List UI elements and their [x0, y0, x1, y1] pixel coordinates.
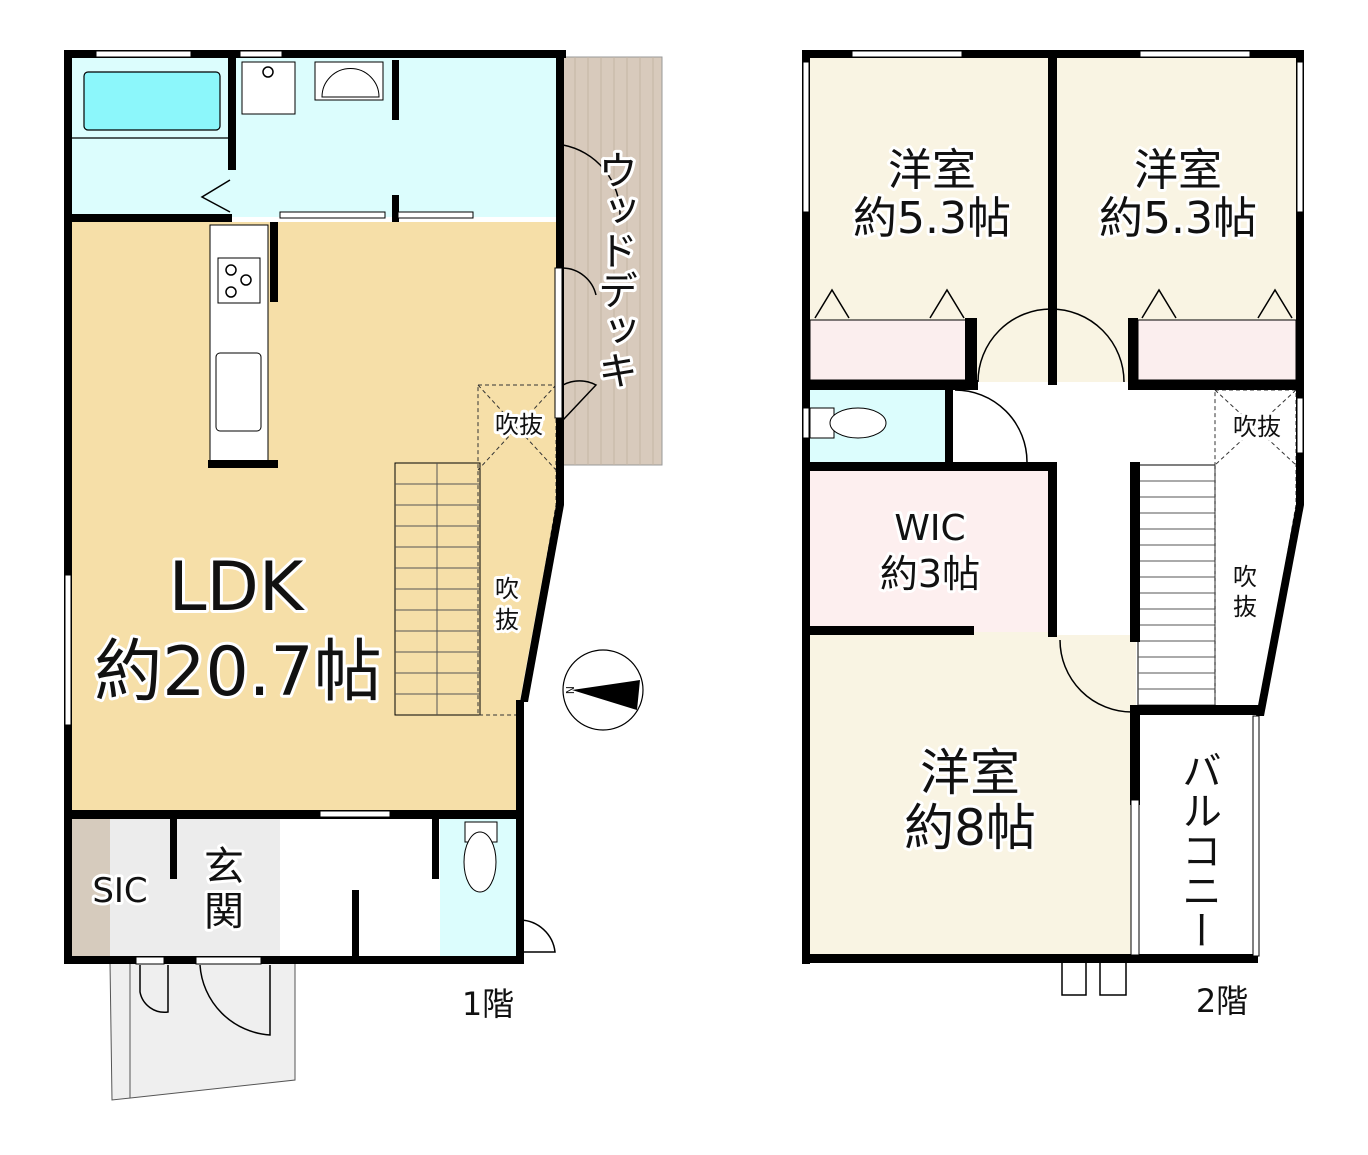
washing-machine	[241, 61, 296, 115]
closet-a	[809, 319, 971, 381]
compass: N	[562, 649, 644, 731]
sink-icon	[215, 352, 262, 432]
wic-size: 約3帖	[880, 552, 980, 596]
floor-2-label: 2階	[1196, 982, 1248, 1020]
staircase-2f	[1137, 464, 1216, 711]
staircase-1f	[394, 462, 481, 716]
western-a-label: 洋室	[888, 145, 976, 196]
sic-room	[70, 816, 110, 958]
void-label-2f-a: 吹抜	[1233, 413, 1281, 441]
closet-b	[1137, 319, 1297, 381]
ldk-label: LDK	[169, 548, 306, 627]
hall-2f	[1055, 465, 1137, 635]
western-c-size: 約8帖	[904, 799, 1036, 857]
void-label-2f-b2: 抜	[1233, 593, 1257, 621]
void-label-1f-b1: 吹	[495, 575, 519, 603]
western-a-size: 約5.3帖	[853, 193, 1011, 244]
wood-deck	[561, 56, 663, 466]
genkan-label-1: 玄	[204, 844, 244, 890]
north-arrow-icon	[572, 680, 640, 710]
western-b-label: 洋室	[1134, 145, 1222, 196]
western-room-c	[808, 632, 1136, 958]
toilet-icon	[463, 831, 497, 893]
floor-2: 洋室 約5.3帖 洋室 約5.3帖 WIC 約3帖 洋室 約8帖 吹抜 吹 抜 …	[802, 50, 1304, 1020]
floor-1: N LDK 約20.7帖 吹抜 吹 抜 ウッドデッキ SIC 玄 関 1階	[64, 50, 663, 1101]
sic-label: SIC	[92, 871, 147, 911]
hall	[280, 816, 440, 958]
void-label-1f-b2: 抜	[495, 606, 519, 634]
wood-deck-label: ウッドデッキ	[591, 150, 637, 390]
bathtub	[83, 71, 221, 131]
floor-1-label: 1階	[462, 985, 514, 1023]
ldk-room	[70, 222, 556, 812]
compass-label: N	[563, 686, 576, 694]
balcony	[1140, 712, 1258, 958]
western-c-label: 洋室	[920, 744, 1020, 802]
genkan-label-2: 関	[204, 889, 244, 935]
stove-icon	[217, 257, 261, 304]
western-b-size: 約5.3帖	[1099, 193, 1257, 244]
wic-room	[808, 468, 1050, 632]
walls-2f	[802, 50, 1304, 964]
toilet-icon	[829, 407, 887, 439]
void-label-2f-b1: 吹	[1233, 563, 1257, 591]
wic-label: WIC	[894, 508, 965, 549]
ldk-size-label: 約20.7帖	[94, 633, 381, 712]
balcony-label: バルコニー	[1175, 750, 1221, 950]
void-label-1f-a: 吹抜	[495, 411, 543, 439]
genkan-room	[110, 816, 280, 958]
